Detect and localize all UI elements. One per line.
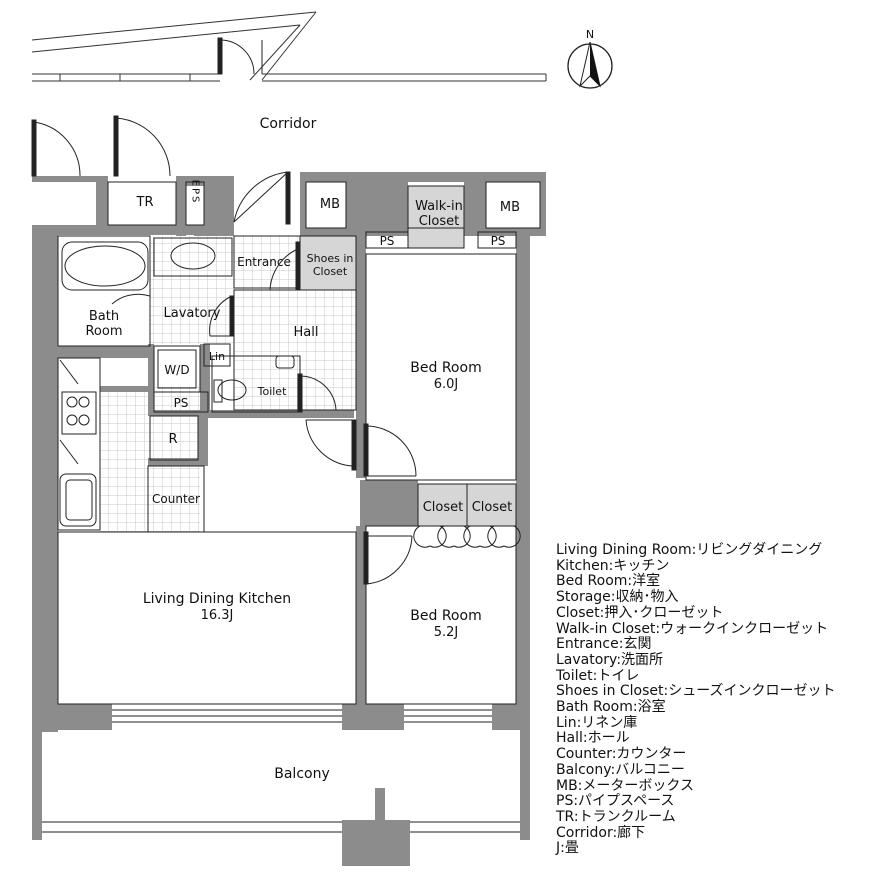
corridor-door-swings [217, 37, 263, 75]
lin-label: Lin [209, 350, 225, 363]
bedroom1-size: 6.0J [434, 377, 459, 392]
mb-left-label: MB [320, 197, 340, 212]
north-arrow-icon: N [567, 28, 613, 89]
legend-item: Entrance:玄関 [556, 636, 652, 653]
closet-b-label: Closet [472, 500, 513, 515]
closet-a-label: Closet [423, 500, 464, 515]
legend-item: TR:トランクルーム [556, 808, 676, 825]
ps-lower-label: PS [174, 396, 189, 410]
ps-top-right-label: PS [491, 234, 506, 248]
legend-item: Closet:押入･クローゼット [556, 604, 724, 621]
legend-item: PS:パイプスペース [556, 793, 675, 810]
balcony-label: Balcony [274, 766, 330, 782]
legend-item: Counter:カウンター [556, 746, 687, 763]
legend-item: Lin:リネン庫 [556, 714, 638, 731]
walkin-label-line1: Walk-in [415, 199, 463, 214]
hall-label: Hall [294, 325, 319, 340]
wd-label: W/D [164, 363, 189, 377]
legend-item: Toilet:トイレ [556, 667, 640, 684]
legend-item: Bed Room:洋室 [556, 573, 661, 590]
toilet-label: Toilet [257, 385, 287, 398]
bedroom2-size: 5.2J [434, 625, 459, 640]
legend-item: Balcony:バルコニー [556, 761, 685, 778]
bedroom2-name: Bed Room [410, 608, 481, 624]
bedroom1-name: Bed Room [410, 360, 481, 376]
shoes-closet-label-line1: Shoes in [307, 252, 354, 265]
bath-label-line1: Bath [89, 309, 119, 324]
legend-item: Kitchen:キッチン [556, 557, 670, 574]
north-label: N [586, 28, 594, 41]
ldk-name: Living Dining Kitchen [143, 591, 291, 607]
tr-label: TR [136, 195, 154, 210]
counter-label: Counter [152, 492, 200, 506]
walkin-label-line2: Closet [419, 214, 460, 229]
room-outlines [42, 181, 541, 833]
storage-fills [299, 185, 517, 527]
eps-label: EPS [190, 180, 201, 205]
ps-top-left-label: PS [380, 234, 395, 248]
legend-item: Storage:収納･物入 [556, 589, 679, 606]
legend-item: Lavatory:洗面所 [556, 651, 664, 668]
room-labels: Corridor TR MB MB Walk-in Closet PS PS E… [85, 116, 520, 782]
r-label: R [168, 432, 177, 447]
door-swings [31, 115, 521, 585]
legend-item: Living Dining Room:リビングダイニング [556, 542, 823, 558]
legend-item: Shoes in Closet:シューズインクローゼット [556, 683, 836, 700]
legend-item: MB:メーターボックス [556, 777, 694, 794]
legend-item: Bath Room:浴室 [556, 699, 666, 716]
legend-item: Hall:ホール [556, 730, 630, 747]
bath-label-line2: Room [85, 324, 122, 339]
legend-item: Walk-in Closet:ウォークインクローゼット [556, 620, 829, 637]
entrance-label: Entrance [237, 255, 291, 269]
shoes-closet-label-line2: Closet [313, 265, 348, 278]
legend-item: J:畳 [556, 840, 579, 857]
walls [32, 172, 546, 866]
corridor-edge [31, 11, 547, 82]
legend-item: Corridor:廊下 [556, 824, 646, 841]
corridor-label: Corridor [260, 116, 317, 132]
ldk-size: 16.3J [201, 608, 234, 623]
mb-right-label: MB [500, 200, 520, 215]
lavatory-label: Lavatory [164, 306, 221, 321]
